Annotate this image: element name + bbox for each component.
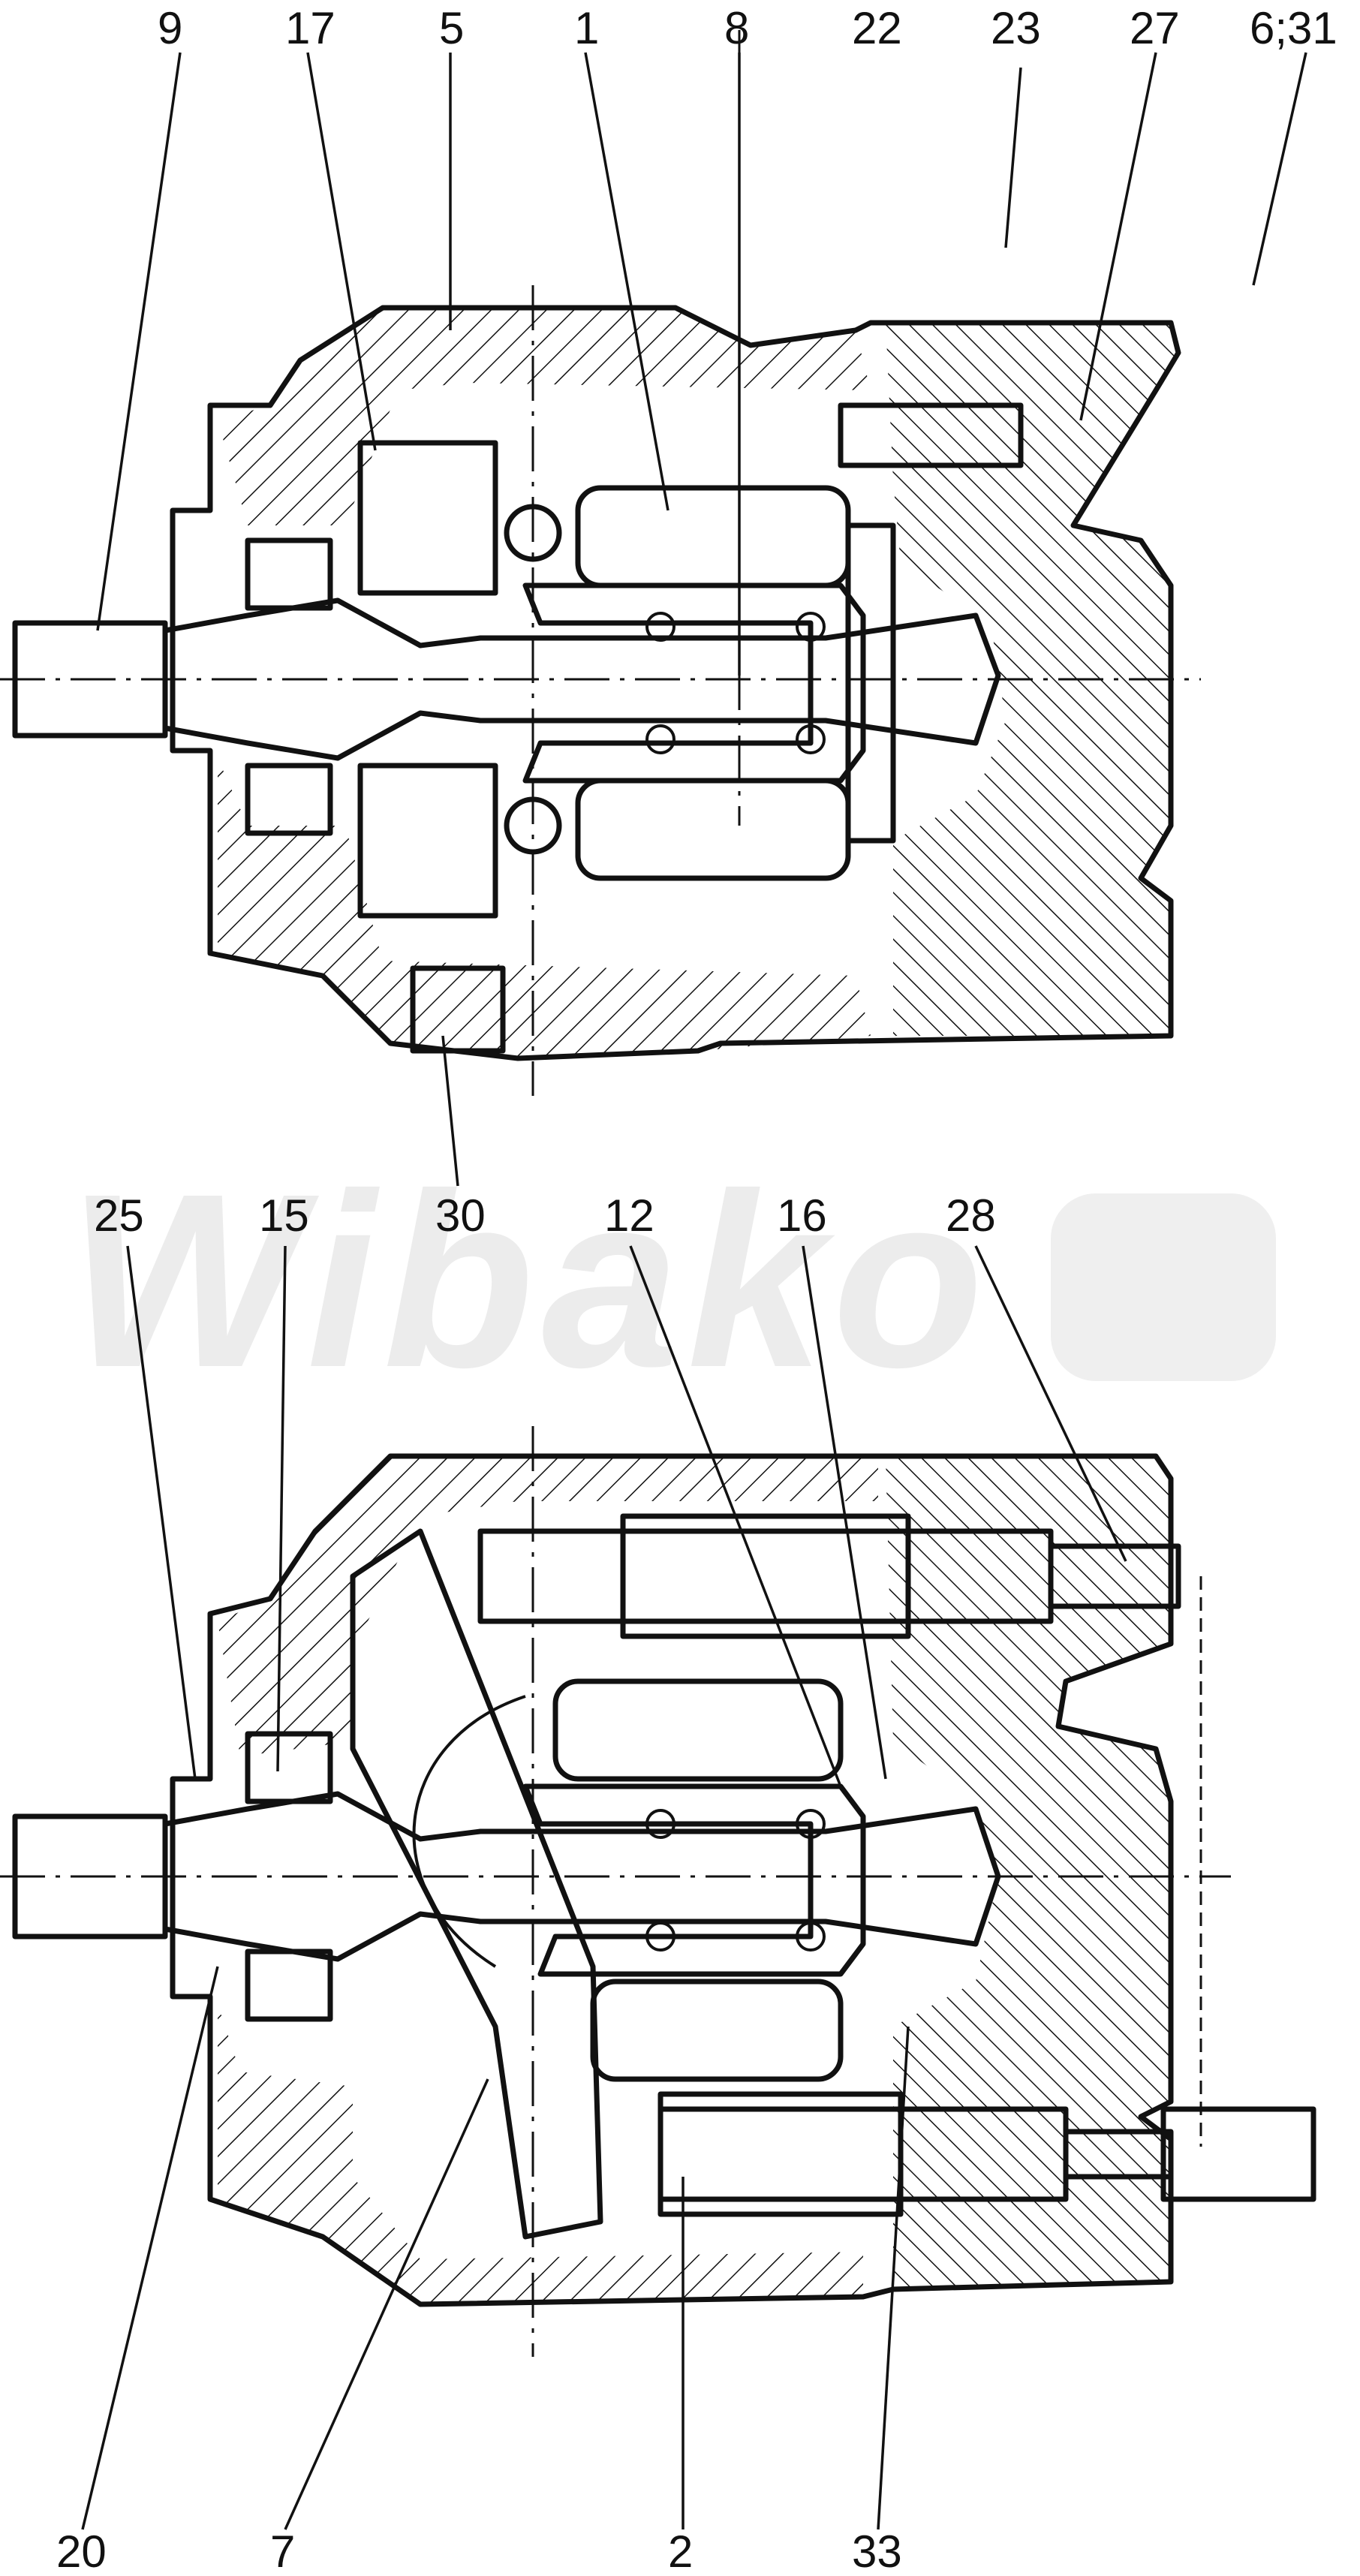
bottom-swashplate-arc: [412, 1695, 526, 1968]
label-28: 28: [946, 1190, 996, 1241]
leader-20: [81, 1966, 219, 2530]
bottom-oring-4: [796, 1921, 826, 1952]
label-27: 27: [1130, 3, 1180, 53]
leader-27: [1079, 52, 1157, 421]
bottom-cylinder-block: [522, 1783, 866, 1977]
leader-6-31: [1252, 52, 1307, 286]
label-22: 22: [852, 3, 902, 53]
bottom-end-cover-hatch: [886, 1456, 1171, 2289]
top-bearing-lower: [245, 763, 333, 836]
label-16: 16: [777, 1190, 827, 1241]
bottom-oring-2: [796, 1809, 826, 1839]
label-12: 12: [604, 1190, 654, 1241]
bottom-fitting-tube: [1063, 2129, 1174, 2180]
leader-25: [126, 1245, 197, 1780]
top-piston-lower: [575, 778, 851, 881]
leader-12: [629, 1245, 842, 1787]
top-drive-shaft: [162, 597, 1001, 761]
leader-9: [96, 52, 182, 631]
top-oring-2: [796, 612, 826, 642]
top-bearing-upper: [245, 537, 333, 611]
label-2: 2: [668, 2526, 693, 2576]
bottom-swashplate: [350, 1528, 603, 2240]
leader-16: [802, 1245, 887, 1780]
leader-30: [441, 1035, 459, 1187]
label-15: 15: [259, 1190, 309, 1241]
label-9: 9: [158, 3, 182, 53]
top-swashplate: [357, 440, 498, 596]
leader-33: [877, 2026, 910, 2530]
label-1: 1: [574, 3, 599, 53]
watermark-logo-badge: [1051, 1193, 1276, 1381]
leader-23: [1004, 67, 1022, 248]
top-end-cover-bolt: [838, 402, 1024, 468]
bottom-view-labels: 25 15 12 16 28 20 7 2 33: [56, 1190, 996, 2576]
leader-1: [584, 52, 669, 511]
top-view-labels: 9 17 5 1 8 22 23 27 6;31 30: [158, 3, 1337, 1241]
leader-15: [276, 1245, 287, 1772]
leader-17: [306, 52, 377, 451]
watermark-text: Wibako: [68, 1142, 991, 1419]
top-oring-3: [645, 724, 675, 754]
bottom-housing-hatch-lower: [218, 2004, 863, 2304]
label-5: 5: [439, 3, 464, 53]
label-7: 7: [270, 2526, 295, 2576]
label-17: 17: [285, 3, 335, 53]
label-30: 30: [435, 1190, 486, 1241]
top-cylinder-block: [522, 582, 866, 784]
label-33: 33: [852, 2526, 902, 2576]
top-oring-4: [796, 724, 826, 754]
label-25: 25: [94, 1190, 144, 1241]
label-8: 8: [724, 3, 749, 53]
leader-lines: [81, 52, 1307, 2530]
bottom-housing-hatch: [218, 1456, 878, 1756]
label-6-31: 6;31: [1250, 3, 1337, 53]
bottom-hex-fitting: [1160, 2106, 1316, 2202]
label-23: 23: [991, 3, 1041, 53]
top-oring-1: [645, 612, 675, 642]
bottom-control-sleeve-upper: [620, 1513, 911, 1639]
bottom-oring-1: [645, 1809, 675, 1839]
leader-7: [284, 2078, 489, 2530]
bottom-piston-lower: [590, 1979, 844, 2082]
bottom-piston-upper: [552, 1678, 844, 1782]
bottom-adjust-screw-28: [1048, 1543, 1181, 1609]
top-swashplate-lower: [357, 763, 498, 919]
top-section-view: [0, 30, 1201, 1096]
top-housing-hatch-upper: [218, 308, 871, 525]
leader-28: [974, 1245, 1127, 1562]
bottom-control-sleeve-lower: [657, 2091, 904, 2217]
bottom-oring-3: [645, 1921, 675, 1952]
top-plug-30: [410, 965, 506, 1054]
top-housing-hatch-lower: [218, 758, 871, 1058]
bottom-section-view: [0, 1426, 1316, 2357]
bottom-bearing-lower: [245, 1949, 333, 2022]
top-valve-plate: [845, 522, 896, 844]
bottom-drive-shaft: [162, 1791, 1001, 1962]
label-20: 20: [56, 2526, 107, 2576]
top-piston-upper: [575, 485, 851, 588]
